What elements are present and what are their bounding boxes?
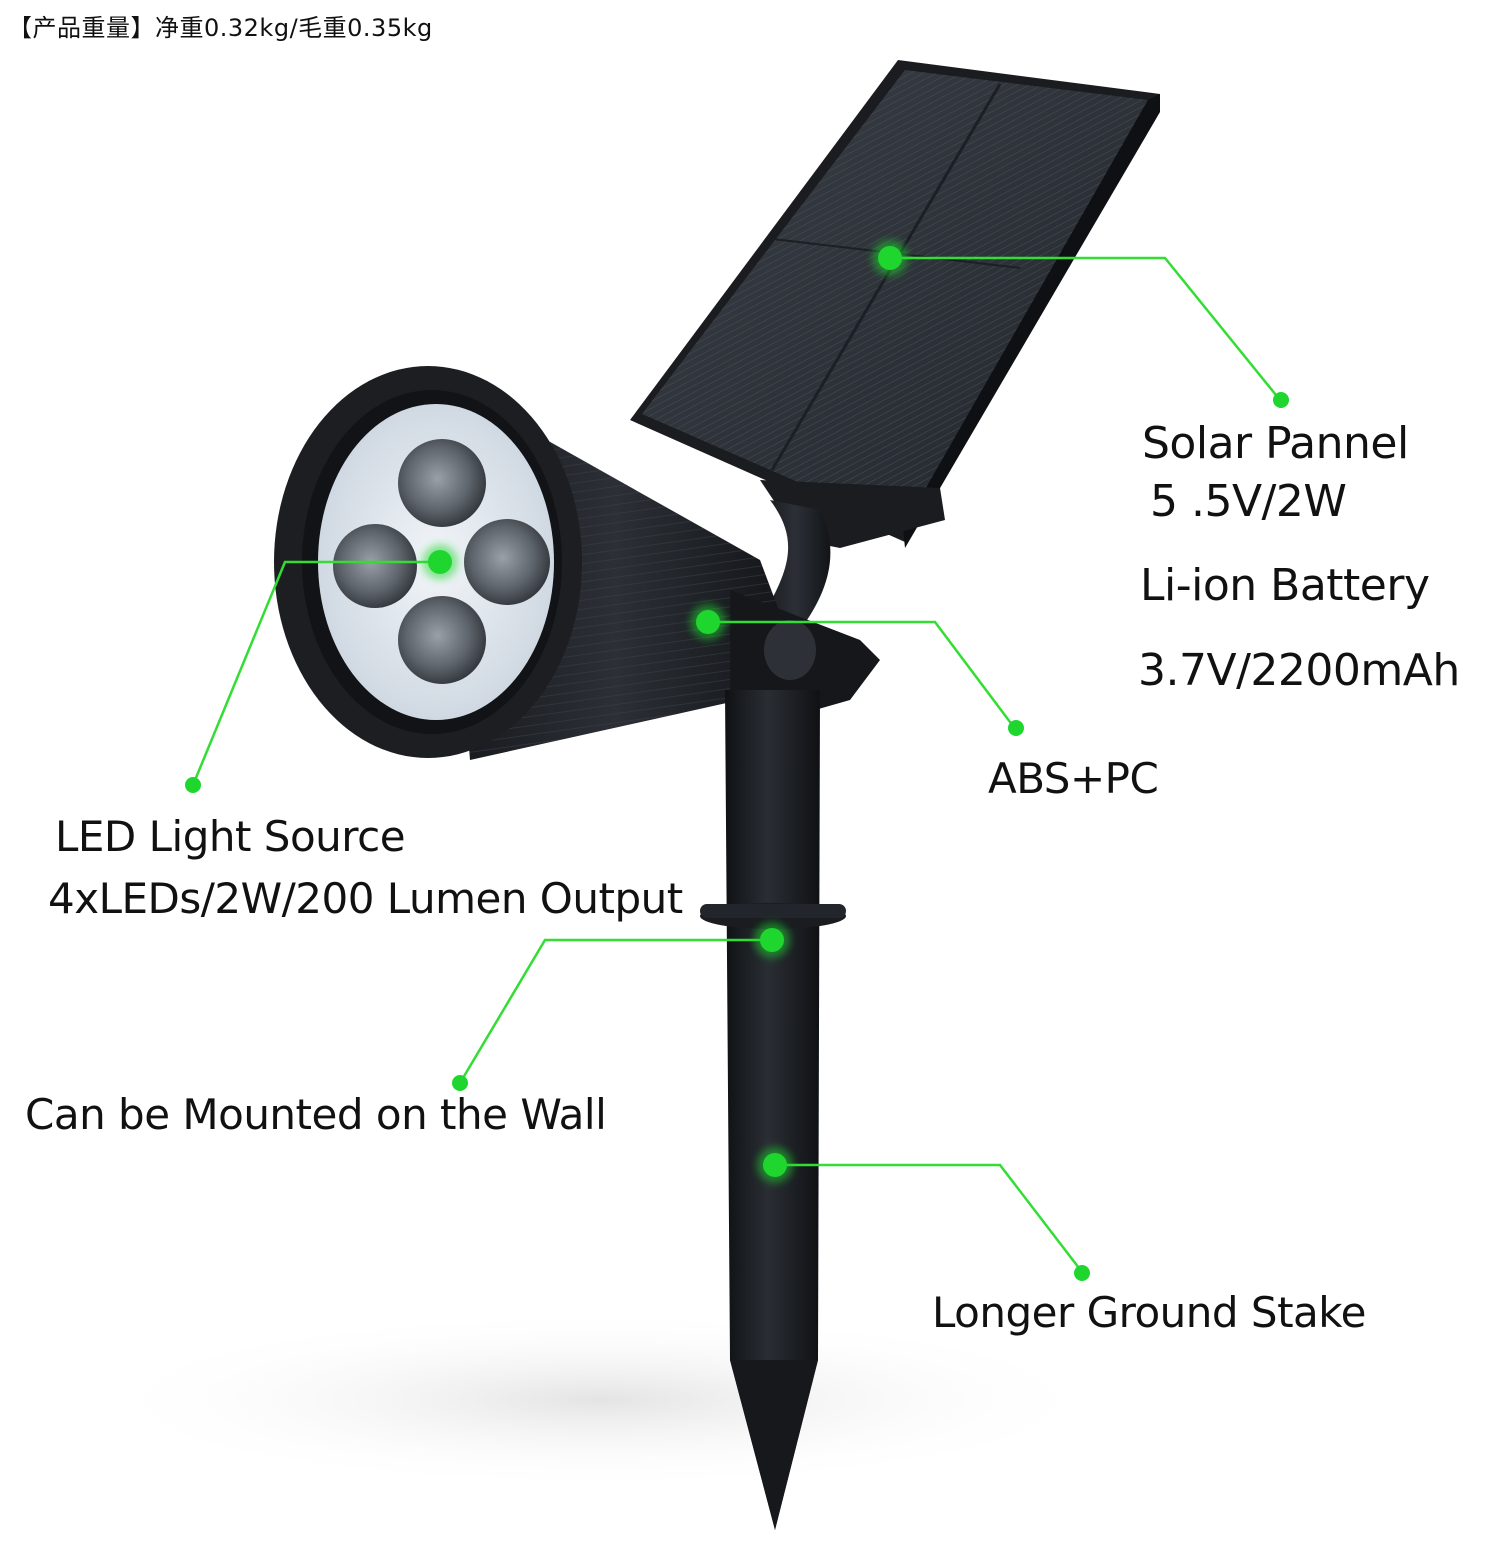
callout-anchor-dots xyxy=(422,240,908,1183)
end-dot-wall xyxy=(452,1075,468,1091)
callout-lines xyxy=(191,256,1281,1273)
solar-panel xyxy=(630,60,1160,548)
end-dot-stake xyxy=(1074,1265,1090,1281)
wall-mount-label: Can be Mounted on the Wall xyxy=(25,1090,607,1139)
solar-panel-label: Solar Pannel xyxy=(1142,418,1409,469)
led-bulb-left xyxy=(333,524,417,608)
battery-spec: 3.7V/2200mAh xyxy=(1138,645,1460,696)
anchor-dot-abs xyxy=(696,610,720,634)
led-bulb-right xyxy=(464,519,550,605)
leader-wall xyxy=(458,938,772,1084)
led-bulb-top xyxy=(398,439,486,527)
battery-label: Li-ion Battery xyxy=(1140,560,1430,611)
callout-end-dots xyxy=(185,392,1289,1281)
leader-stake xyxy=(775,1163,1083,1273)
led-source-spec: 4xLEDs/2W/200 Lumen Output xyxy=(48,874,683,923)
anchor-dot-led xyxy=(428,550,452,574)
ground-stake-label: Longer Ground Stake xyxy=(932,1288,1366,1337)
end-dot-abs xyxy=(1008,720,1024,736)
anchor-dot-stake xyxy=(763,1153,787,1177)
end-dot-led xyxy=(185,777,201,793)
material-label: ABS+PC xyxy=(988,754,1159,803)
led-source-label: LED Light Source xyxy=(55,812,406,861)
leader-led xyxy=(191,560,440,786)
product-weight-text: 【产品重量】净重0.32kg/毛重0.35kg xyxy=(8,14,433,42)
leader-abs xyxy=(708,620,1017,731)
leader-solar xyxy=(890,256,1281,401)
ground-stake xyxy=(700,690,846,1530)
ground-shadow xyxy=(80,1310,1120,1490)
panel-bracket xyxy=(760,480,945,630)
led-bulb-bottom xyxy=(398,596,486,684)
anchor-dot-wall xyxy=(760,928,784,952)
solar-panel-spec: 5 .5V/2W xyxy=(1150,476,1347,527)
anchor-dot-solar xyxy=(878,246,902,270)
end-dot-solar xyxy=(1273,392,1289,408)
